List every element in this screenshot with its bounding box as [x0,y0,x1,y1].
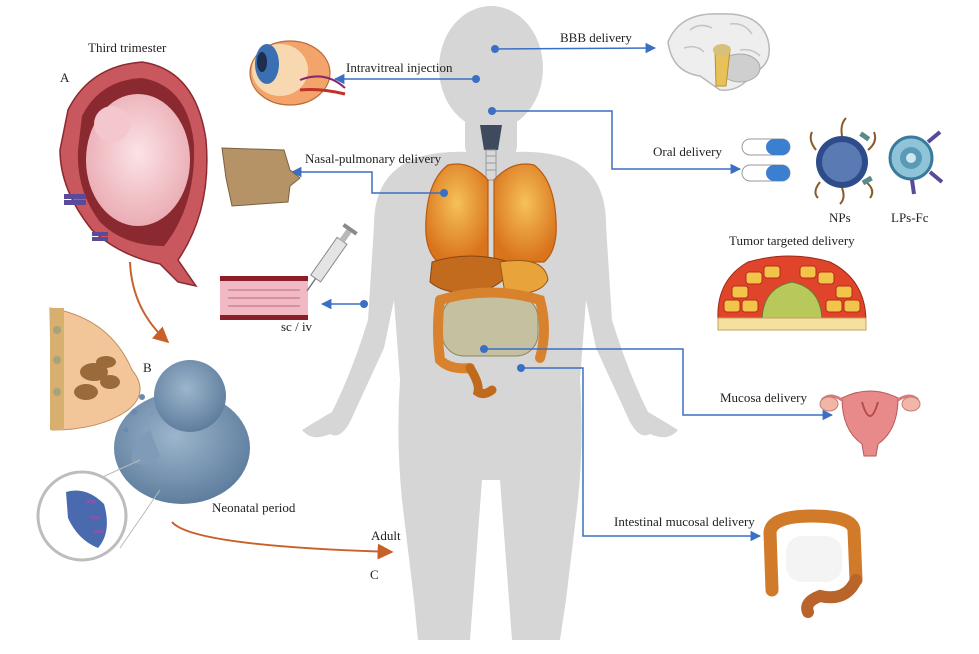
uterus-icon [819,390,921,457]
baby-icon [114,360,250,504]
trachea [480,125,502,181]
intestines [433,287,549,399]
connector-nasal [290,166,444,194]
lungs [425,163,557,263]
connector-intestinal [521,367,762,542]
label-oral: Oral delivery [653,144,722,159]
liposome-icon [888,130,944,195]
milk-drops [123,394,145,433]
delivery-connectors [290,42,834,542]
magnified-intestine-icon [36,459,161,562]
lifecycle-arrows [129,261,394,560]
nasal-cavity-icon [221,147,301,207]
antibody-icons-a [64,194,108,241]
connector-oral [492,110,742,175]
label-third-trimester: Third trimester [88,40,167,55]
label-lps-fc: LPs-Fc [891,210,929,225]
colon-icon [763,509,863,618]
connector-dots [360,45,525,372]
pregnant-uterus-icon [59,61,208,288]
connector-bbb [494,42,657,54]
label-panel-c: C [370,567,379,582]
label-intestinal: Intestinal mucosal delivery [614,514,755,529]
connector-mucosa [484,348,834,421]
pill-capsules [741,138,791,182]
label-adult: Adult [371,528,401,543]
label-panel-a: A [60,70,70,85]
blood-vessel-icon [220,276,308,320]
label-panel-b: B [143,360,152,375]
label-tumor: Tumor targeted delivery [729,233,855,248]
label-nps: NPs [829,210,851,225]
syringe-icon [306,223,358,292]
brain-icon [667,13,770,91]
label-mucosa: Mucosa delivery [720,390,808,405]
label-nasal-pulmonary: Nasal-pulmonary delivery [305,151,442,166]
tumor-tissue-icon [717,255,867,331]
label-bbb: BBB delivery [560,30,632,45]
eye-icon [249,40,346,106]
label-intravitreal: Intravitreal injection [346,60,453,75]
nanoparticle-icon [809,117,877,205]
arrow-pregnancy-to-neonatal [129,261,170,344]
label-sc-iv: sc / iv [281,319,313,334]
label-neonatal-period: Neonatal period [212,500,296,515]
breast-icon [49,307,141,431]
arrow-neonatal-to-adult [171,521,394,560]
